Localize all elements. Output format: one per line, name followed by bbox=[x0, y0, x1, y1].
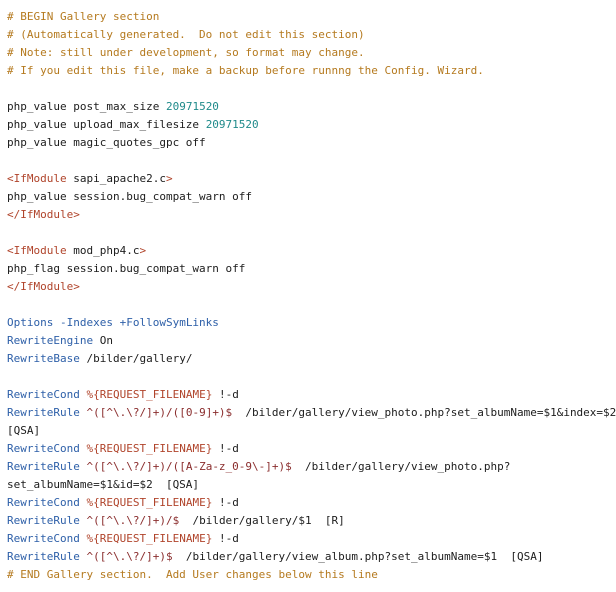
code-token: > bbox=[139, 244, 147, 257]
code-line: <IfModule sapi_apache2.c> bbox=[7, 170, 597, 188]
code-token: php_value post_max_size bbox=[7, 100, 166, 113]
code-line: php_value upload_max_filesize 20971520 bbox=[7, 116, 597, 134]
code-token: php_value session.bug_compat_warn off bbox=[7, 190, 253, 203]
code-line: RewriteCond %{REQUEST_FILENAME} !-d bbox=[7, 440, 597, 458]
code-line: RewriteCond %{REQUEST_FILENAME} !-d bbox=[7, 494, 597, 512]
code-token: Options bbox=[7, 316, 60, 329]
code-token: 20971520 bbox=[165, 100, 219, 113]
code-line: RewriteRule ^([^\.\?/]+)$ /bilder/galler… bbox=[7, 548, 597, 566]
code-line: # If you edit this file, make a backup b… bbox=[7, 62, 597, 80]
code-line bbox=[7, 368, 597, 386]
code-line: # (Automatically generated. Do not edit … bbox=[7, 26, 597, 44]
code-line: php_value session.bug_compat_warn off bbox=[7, 188, 597, 206]
code-line: # Note: still under development, so form… bbox=[7, 44, 597, 62]
code-line: php_value post_max_size 20971520 bbox=[7, 98, 597, 116]
code-line: php_value magic_quotes_gpc off bbox=[7, 134, 597, 152]
code-line: RewriteEngine On bbox=[7, 332, 597, 350]
code-line bbox=[7, 80, 597, 98]
code-token: /bilder/gallery/ bbox=[86, 352, 193, 365]
code-token: !-d bbox=[212, 496, 239, 509]
code-token: RewriteCond bbox=[7, 388, 87, 401]
code-token: RewriteRule bbox=[7, 550, 87, 563]
code-line: [QSA] bbox=[7, 422, 597, 440]
code-token: ^([^\.\?/]+)/([0-9]+)$ bbox=[86, 406, 233, 419]
code-line: set_albumName=$1&id=$2 [QSA] bbox=[7, 476, 597, 494]
code-line: # BEGIN Gallery section bbox=[7, 8, 597, 26]
code-token: <IfModule bbox=[7, 244, 74, 257]
code-line: RewriteRule ^([^\.\?/]+)/([0-9]+)$ /bild… bbox=[7, 404, 616, 422]
code-token: /bilder/gallery/view_photo.php?set_album… bbox=[232, 406, 616, 419]
code-line bbox=[7, 296, 597, 314]
code-token: php_value upload_max_filesize bbox=[7, 118, 206, 131]
code-token: RewriteCond bbox=[7, 532, 87, 545]
code-token: -Indexes +FollowSymLinks bbox=[59, 316, 219, 329]
code-token: RewriteRule bbox=[7, 514, 87, 527]
code-line bbox=[7, 224, 597, 242]
code-line: Options -Indexes +FollowSymLinks bbox=[7, 314, 597, 332]
code-token: ^([^\.\?/]+)/([A-Za-z_0-9\-]+)$ bbox=[86, 460, 292, 473]
code-token: /bilder/gallery/view_album.php?set_album… bbox=[172, 550, 544, 563]
code-token: # END Gallery section. Add User changes … bbox=[7, 568, 378, 581]
code-token: /bilder/gallery/view_photo.php? bbox=[291, 460, 511, 473]
code-token: %{REQUEST_FILENAME} bbox=[86, 532, 213, 545]
code-token: php_flag session.bug_compat_warn off bbox=[7, 262, 246, 275]
code-token: RewriteCond bbox=[7, 496, 87, 509]
code-token: # Note: still under development, so form… bbox=[7, 46, 365, 59]
code-token: /bilder/gallery/$1 [R] bbox=[179, 514, 345, 527]
code-token: 20971520 bbox=[205, 118, 259, 131]
code-viewer: # BEGIN Gallery section # (Automatically … bbox=[7, 8, 616, 584]
code-token: RewriteBase bbox=[7, 352, 87, 365]
code-line: RewriteRule ^([^\.\?/]+)/$ /bilder/galle… bbox=[7, 512, 597, 530]
code-token: set_albumName=$1&id=$2 [QSA] bbox=[7, 478, 200, 491]
code-token: !-d bbox=[212, 442, 239, 455]
code-token: !-d bbox=[212, 532, 239, 545]
code-token: <IfModule bbox=[7, 172, 74, 185]
code-token: %{REQUEST_FILENAME} bbox=[86, 388, 213, 401]
code-line: RewriteCond %{REQUEST_FILENAME} !-d bbox=[7, 530, 597, 548]
code-line: </IfModule> bbox=[7, 206, 597, 224]
code-token: </IfModule> bbox=[7, 280, 80, 293]
code-token: !-d bbox=[212, 388, 239, 401]
code-token: %{REQUEST_FILENAME} bbox=[86, 442, 213, 455]
code-line: RewriteRule ^([^\.\?/]+)/([A-Za-z_0-9\-]… bbox=[7, 458, 597, 476]
code-token: ^([^\.\?/]+)$ bbox=[86, 550, 173, 563]
code-line: <IfModule mod_php4.c> bbox=[7, 242, 597, 260]
code-token: RewriteEngine bbox=[7, 334, 100, 347]
code-line: RewriteBase /bilder/gallery/ bbox=[7, 350, 597, 368]
code-token: On bbox=[99, 334, 113, 347]
code-token: %{REQUEST_FILENAME} bbox=[86, 496, 213, 509]
code-line: </IfModule> bbox=[7, 278, 597, 296]
code-token: ^([^\.\?/]+)/$ bbox=[86, 514, 180, 527]
code-line bbox=[7, 152, 597, 170]
code-token: mod_php4.c bbox=[73, 244, 140, 257]
code-token: sapi_apache2.c bbox=[73, 172, 166, 185]
code-token: # If you edit this file, make a backup b… bbox=[7, 64, 484, 77]
code-line: # END Gallery section. Add User changes … bbox=[7, 566, 597, 584]
code-token: # (Automatically generated. Do not edit … bbox=[7, 28, 365, 41]
code-line: php_flag session.bug_compat_warn off bbox=[7, 260, 597, 278]
code-token: > bbox=[165, 172, 173, 185]
code-token: [QSA] bbox=[7, 424, 41, 437]
code-token: RewriteRule bbox=[7, 406, 87, 419]
code-token: </IfModule> bbox=[7, 208, 80, 221]
code-token: # BEGIN Gallery section bbox=[7, 10, 160, 23]
code-token: RewriteRule bbox=[7, 460, 87, 473]
code-line: RewriteCond %{REQUEST_FILENAME} !-d bbox=[7, 386, 597, 404]
code-token: php_value magic_quotes_gpc off bbox=[7, 136, 206, 149]
code-token: RewriteCond bbox=[7, 442, 87, 455]
